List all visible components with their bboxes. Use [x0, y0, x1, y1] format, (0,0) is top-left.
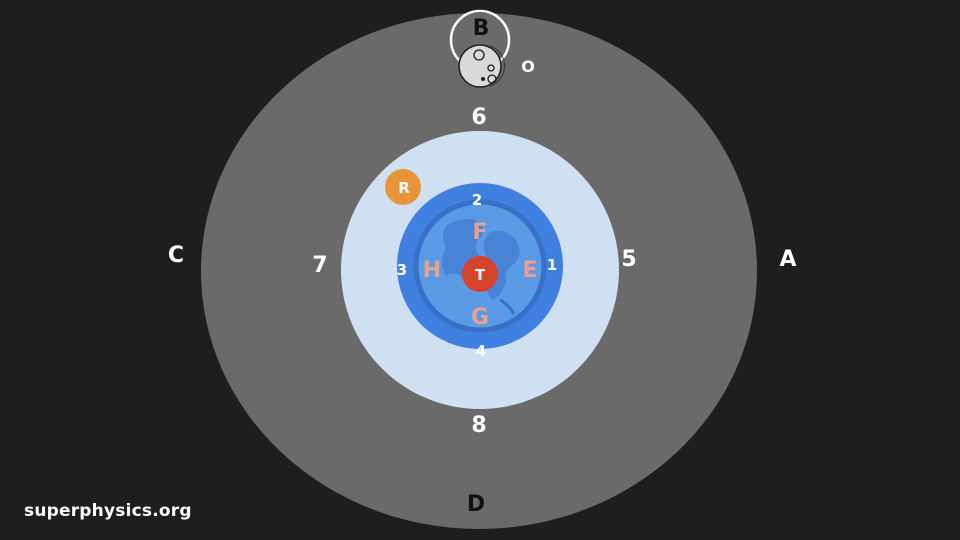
label-inner-left: 3 [397, 261, 407, 279]
label-outer-top: B [473, 16, 490, 41]
label-outer-bottom: D [467, 492, 485, 517]
core-body [462, 256, 498, 292]
label-mid-right: 5 [621, 247, 636, 272]
label-mid-left: 7 [312, 253, 327, 278]
label-earth-left: H [423, 258, 441, 283]
orange-body [385, 169, 421, 205]
label-moon-side: O [521, 57, 535, 76]
label-earth-bottom: G [471, 305, 489, 330]
label-inner-right: 1 [547, 256, 557, 274]
label-outer-right: A [779, 247, 796, 272]
label-earth-top: F [472, 220, 487, 245]
label-outer-left: C [168, 243, 184, 268]
label-mid-bottom: 8 [471, 413, 486, 438]
moon-icon [458, 44, 506, 88]
label-inner-top: 2 [472, 191, 482, 209]
label-earth-right: E [522, 258, 537, 283]
label-core: T [475, 266, 486, 284]
label-inner-bottom: 4 [476, 342, 486, 360]
site-watermark: superphysics.org [24, 501, 192, 521]
label-orange-body: R [398, 179, 410, 197]
label-mid-top: 6 [471, 105, 486, 130]
